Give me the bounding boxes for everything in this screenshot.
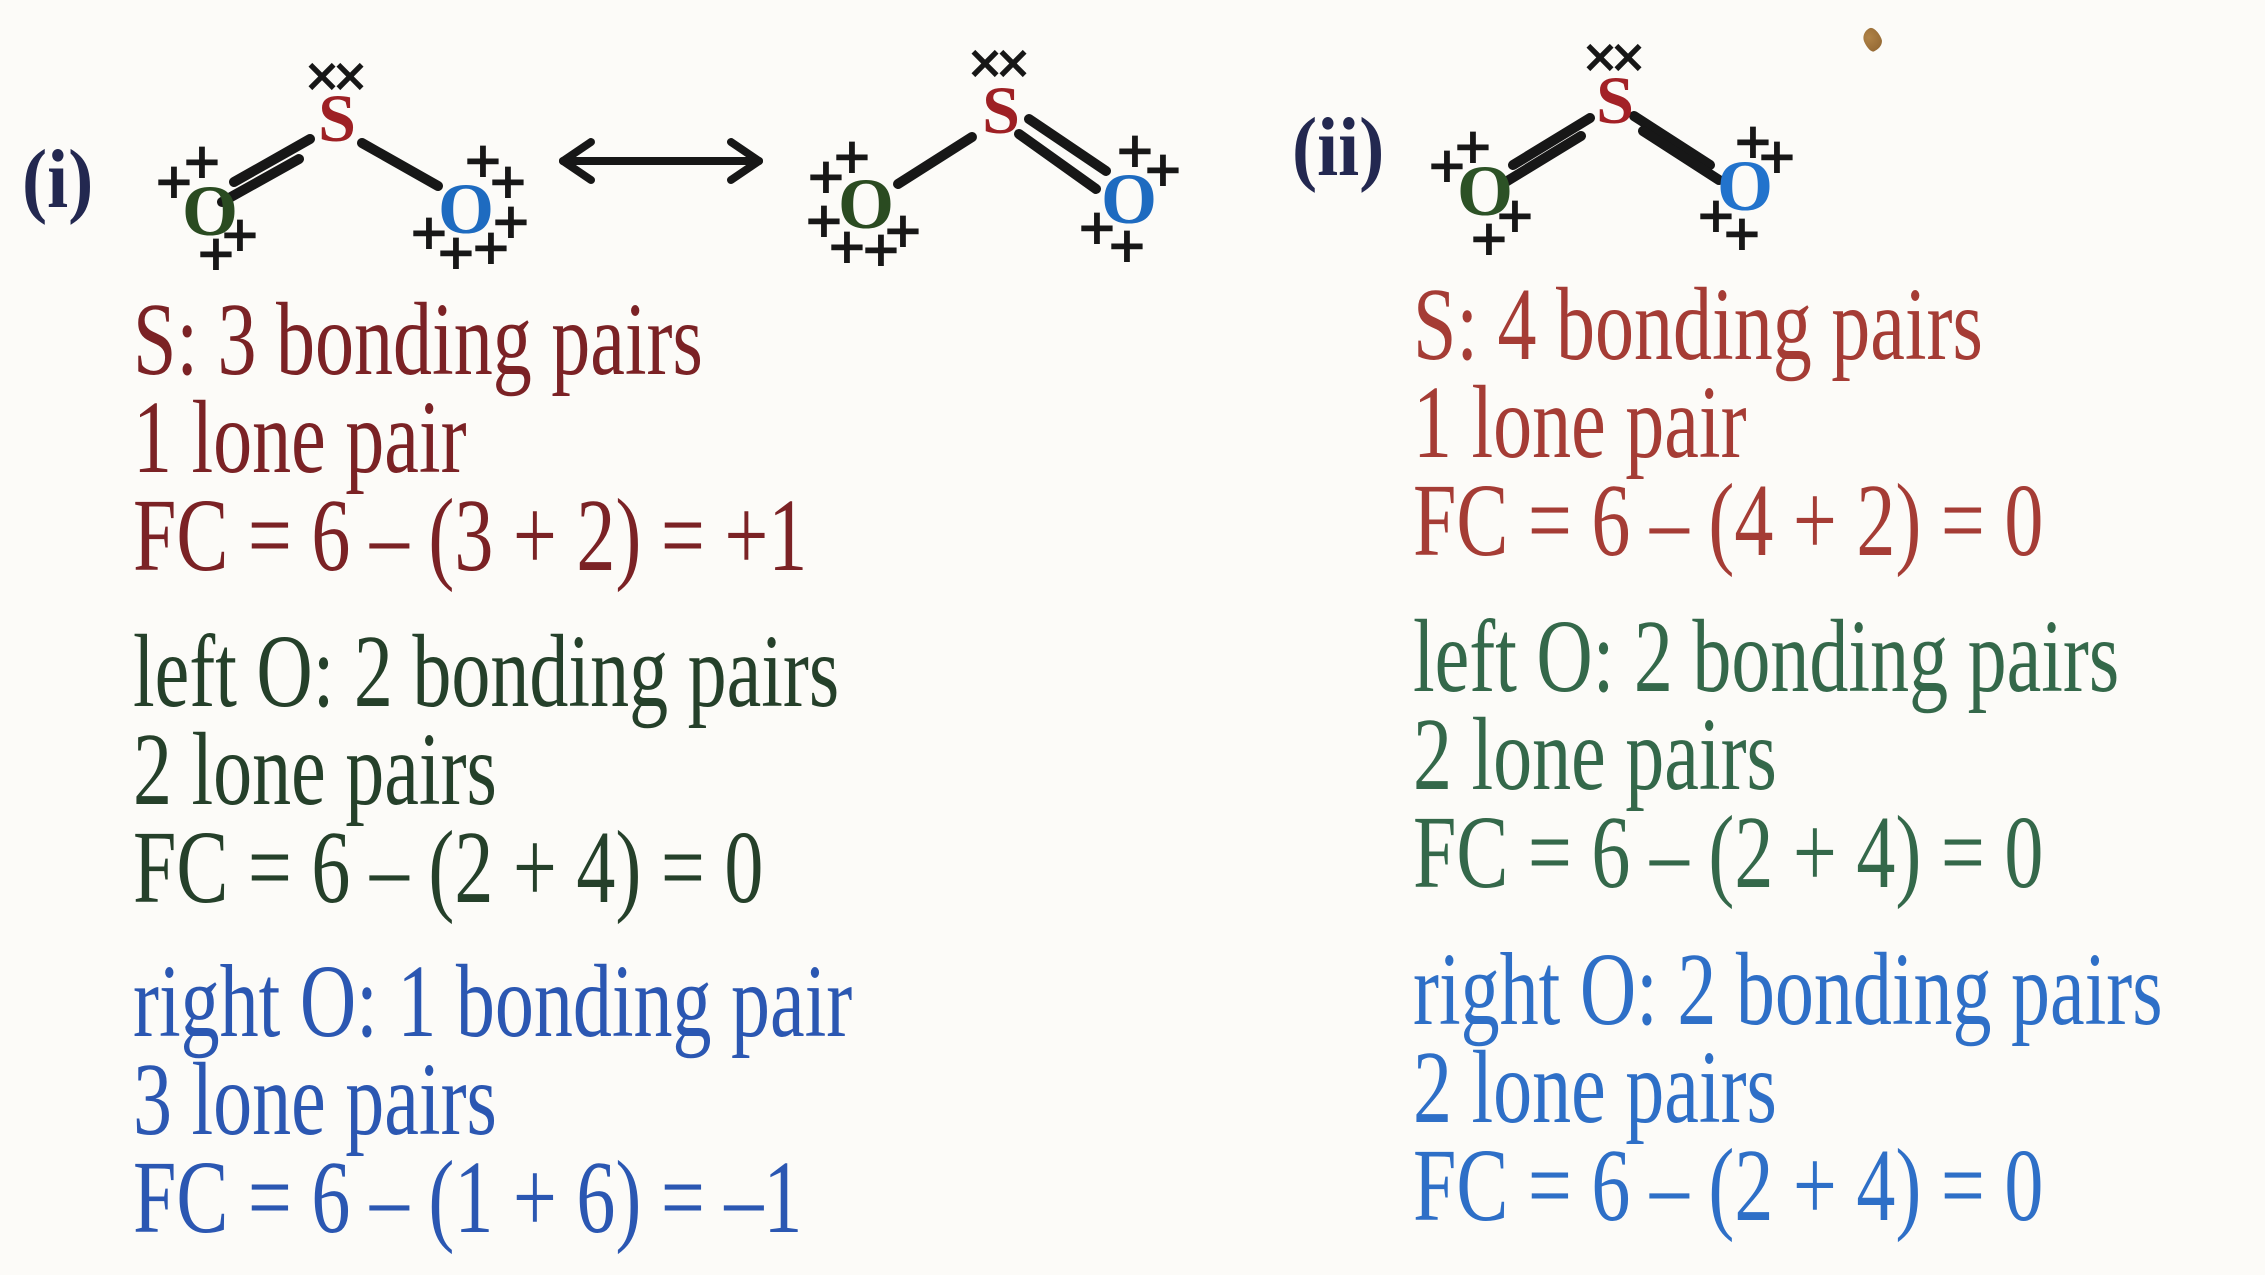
electron-mark: +	[219, 205, 261, 263]
atom-O: O	[438, 169, 494, 249]
arrow-stroke	[559, 138, 595, 165]
electron-mark: +	[462, 131, 504, 189]
electron-mark: +	[860, 220, 902, 278]
lone-pairs-line: 3 lone pairs	[133, 1042, 497, 1157]
electron-mark: +	[1452, 117, 1494, 175]
fc-note-ii-left-oxygen: left O: 2 bonding pairs 2 lone pairs FC …	[1413, 599, 2120, 910]
bonding-pairs-line: left O: 2 bonding pairs	[133, 614, 840, 729]
lone-pairs-line: 1 lone pair	[133, 380, 467, 495]
arrow-stroke	[727, 138, 763, 165]
electron-mark: +	[1142, 140, 1184, 198]
electron-mark: +	[470, 218, 512, 276]
bond-line	[229, 134, 315, 187]
electron-mark: +	[153, 152, 195, 210]
atom-O: O	[1717, 146, 1773, 226]
lone-pairs-line: 2 lone pairs	[1413, 697, 1777, 812]
bonding-pairs-line: right O: 2 bonding pairs	[1413, 932, 2163, 1047]
electron-mark: +	[408, 203, 450, 261]
electron-mark: +	[1468, 209, 1510, 267]
electron-mark: +	[831, 127, 873, 185]
bond-line	[1629, 111, 1715, 170]
atom-S: S	[982, 72, 1020, 148]
atom-S: S	[318, 80, 356, 156]
atom-O: O	[182, 171, 238, 251]
bond-line	[1638, 126, 1724, 185]
electron-mark: +	[435, 223, 477, 281]
electron-mark: +	[1494, 186, 1536, 244]
electron-mark: +	[1106, 216, 1148, 274]
electron-mark: ×	[303, 48, 342, 102]
electron-mark: +	[1721, 204, 1763, 262]
arrow-stroke	[559, 157, 595, 184]
electron-mark: +	[882, 201, 924, 259]
electron-mark: +	[181, 132, 223, 190]
formal-charge-line: FC = 6 – (1 + 6) = –1	[133, 1140, 803, 1255]
so2-resonance-form-2: S××O++++++O++++	[803, 35, 1184, 278]
formal-charge-line: FC = 6 – (4 + 2) = 0	[1413, 463, 2044, 578]
electron-mark: +	[1426, 136, 1468, 194]
atom-S: S	[1596, 62, 1634, 138]
fc-note-i-sulfur: S: 3 bonding pairs 1 lone pair FC = 6 – …	[133, 282, 808, 593]
electron-mark: ×	[966, 35, 1005, 89]
label-part-ii: (ii)	[1292, 101, 1385, 194]
electron-mark: +	[826, 217, 868, 275]
fc-note-ii-sulfur: S: 4 bonding pairs 1 lone pair FC = 6 – …	[1413, 267, 2044, 578]
fc-note-i-left-oxygen: left O: 2 bonding pairs 2 lone pairs FC …	[133, 614, 840, 925]
fc-note-ii-right-oxygen: right O: 2 bonding pairs 2 lone pairs FC…	[1413, 932, 2163, 1243]
bonding-pairs-line: S: 4 bonding pairs	[1413, 267, 1983, 382]
electron-mark: ×	[331, 48, 370, 102]
electron-mark: +	[805, 147, 847, 205]
bonding-pairs-line: left O: 2 bonding pairs	[1413, 599, 2120, 714]
atom-O: O	[1457, 151, 1513, 231]
electron-mark: +	[1756, 127, 1798, 185]
bond-line	[357, 138, 443, 191]
bond-line	[1499, 131, 1586, 188]
bond-line	[217, 154, 304, 207]
electron-mark: ×	[1581, 29, 1620, 83]
fc-note-i-right-oxygen: right O: 1 bonding pair 3 lone pairs FC …	[133, 944, 853, 1255]
electron-mark: +	[1695, 186, 1737, 244]
electron-mark: +	[1076, 198, 1118, 256]
bond-line	[893, 132, 977, 189]
bond-line	[1508, 113, 1595, 170]
label-part-i: (i)	[22, 133, 94, 226]
bonding-pairs-line: S: 3 bonding pairs	[133, 282, 703, 397]
electron-mark: ×	[1609, 29, 1648, 83]
bonding-pairs-line: right O: 1 bonding pair	[133, 944, 853, 1059]
lone-pairs-line: 2 lone pairs	[133, 712, 497, 827]
bond-line	[1014, 129, 1101, 194]
electron-mark: +	[195, 224, 237, 282]
formal-charge-line: FC = 6 – (2 + 4) = 0	[1413, 1128, 2044, 1243]
electron-mark: +	[803, 191, 845, 249]
atom-O: O	[1101, 159, 1157, 239]
formal-charge-line: FC = 6 – (2 + 4) = 0	[1413, 795, 2044, 910]
so2-resonance-form-1: S××O++++O++++++	[153, 48, 532, 282]
electron-mark: ×	[994, 35, 1033, 89]
formal-charge-line: FC = 6 – (3 + 2) = +1	[133, 478, 808, 593]
bond-line	[1024, 114, 1111, 176]
electron-mark: +	[490, 192, 532, 250]
electron-mark: +	[487, 152, 529, 210]
so2-structure-ii: S××O++++O++++	[1426, 29, 1798, 267]
atom-O: O	[838, 164, 894, 244]
resonance-arrow	[559, 138, 763, 184]
lone-pairs-line: 2 lone pairs	[1413, 1030, 1777, 1145]
arrow-stroke	[727, 157, 763, 184]
electron-mark: +	[1732, 112, 1774, 170]
lone-pairs-line: 1 lone pair	[1413, 365, 1747, 480]
formal-charge-line: FC = 6 – (2 + 4) = 0	[133, 810, 764, 925]
electron-mark: +	[1114, 121, 1156, 179]
